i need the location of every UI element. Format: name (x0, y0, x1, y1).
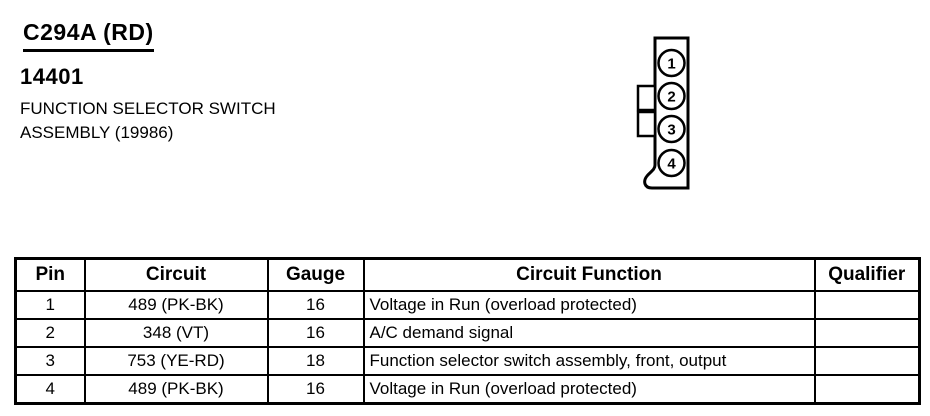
cell-pin: 3 (14, 346, 86, 376)
cell-gauge: 16 (266, 290, 365, 320)
pin-number-4: 4 (667, 156, 676, 173)
header-qualifier: Qualifier (813, 257, 921, 292)
cell-circuit: 753 (YE-RD) (83, 346, 269, 376)
cell-circuit-function: Voltage in Run (overload protected) (362, 374, 816, 405)
cell-qualifier (813, 346, 921, 376)
cell-qualifier (813, 290, 921, 320)
header-gauge: Gauge (266, 257, 365, 292)
table-row: 1 489 (PK-BK) 16 Voltage in Run (overloa… (14, 290, 921, 320)
table-row: 3 753 (YE-RD) 18 Function selector switc… (14, 346, 921, 376)
cell-pin: 1 (14, 290, 86, 320)
connector-id-title: C294A (RD) (23, 19, 154, 52)
table-row: 4 489 (PK-BK) 16 Voltage in Run (overloa… (14, 374, 921, 405)
connector-lock-tab-lower (636, 110, 657, 138)
header-pin: Pin (14, 257, 86, 292)
cell-circuit-function: Function selector switch assembly, front… (362, 346, 816, 376)
component-name-line1: FUNCTION SELECTOR SWITCH (20, 99, 276, 118)
pin-circle-1 (657, 48, 686, 78)
header-circuit-function: Circuit Function (362, 257, 816, 292)
cell-pin: 4 (14, 374, 86, 405)
cell-gauge: 18 (266, 346, 365, 376)
pin-number-3: 3 (667, 122, 675, 139)
pin-circle-4 (657, 148, 686, 178)
table-row: 2 348 (VT) 16 A/C demand signal (14, 318, 921, 348)
pin-circle-2 (657, 81, 686, 111)
component-number: 14401 (20, 64, 84, 89)
cell-gauge: 16 (266, 374, 365, 405)
cell-qualifier (813, 318, 921, 348)
cell-pin: 2 (14, 318, 86, 348)
connector-lock-tab-upper (636, 84, 657, 112)
cell-qualifier (813, 374, 921, 405)
cell-circuit: 489 (PK-BK) (83, 290, 269, 320)
pin-number-1: 1 (667, 56, 675, 73)
table-header-row: Pin Circuit Gauge Circuit Function Quali… (14, 257, 921, 292)
cell-circuit-function: A/C demand signal (362, 318, 816, 348)
header-circuit: Circuit (83, 257, 269, 292)
component-name-line2: ASSEMBLY (19986) (20, 123, 174, 142)
cell-circuit: 489 (PK-BK) (83, 374, 269, 405)
pinout-table: Pin Circuit Gauge Circuit Function Quali… (14, 257, 921, 405)
connector-pinout-diagram: 1 2 3 4 (636, 36, 690, 190)
cell-circuit: 348 (VT) (83, 318, 269, 348)
cell-circuit-function: Voltage in Run (overload protected) (362, 290, 816, 320)
pin-number-2: 2 (667, 89, 675, 106)
cell-gauge: 16 (266, 318, 365, 348)
pin-circle-3 (657, 114, 686, 144)
